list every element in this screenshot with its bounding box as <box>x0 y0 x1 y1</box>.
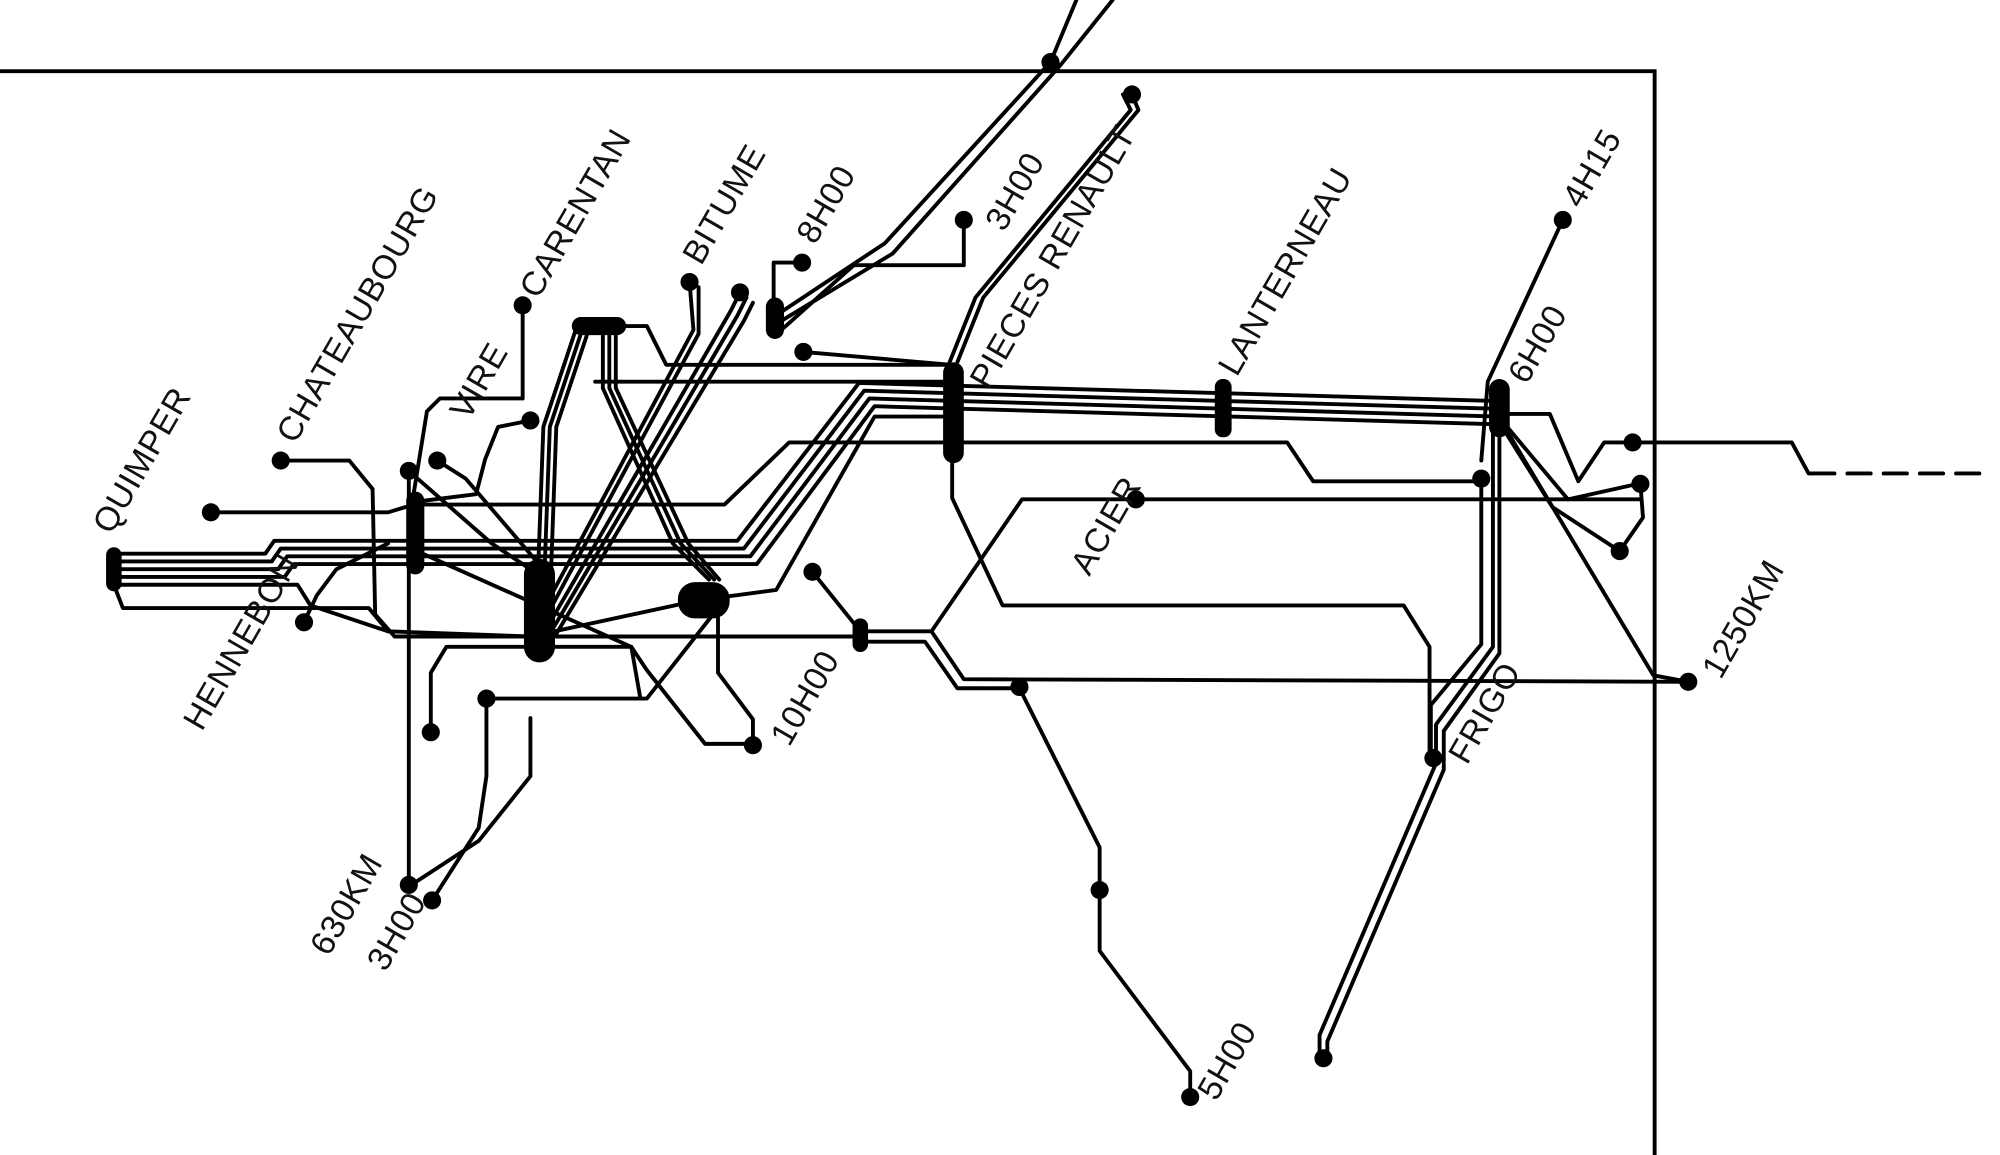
label-3h00-bottom: 3H00 <box>360 886 434 976</box>
hub-pieces-renault <box>943 362 964 464</box>
labels: QUIMPER CHATEAUBOURG VIRE CARENTAN BITUM… <box>86 120 1792 1107</box>
label-quimper: QUIMPER <box>86 381 199 539</box>
hub-central <box>523 558 555 663</box>
label-3h00-top: 3H00 <box>979 146 1053 236</box>
hub-quimper <box>106 547 122 592</box>
label-10h00: 10H00 <box>764 645 847 752</box>
hub-6h00 <box>1489 379 1510 438</box>
hub-lanterneau <box>1214 379 1232 438</box>
main-bundle <box>111 380 1501 639</box>
label-carentan: CARENTAN <box>513 123 639 304</box>
label-6h00: 6H00 <box>1501 299 1575 389</box>
label-bitume: BITUME <box>676 139 774 271</box>
hub-acier-crossing <box>852 618 869 653</box>
label-lanterneau: LANTERNEAU <box>1212 162 1360 382</box>
label-vire: VIRE <box>443 337 516 426</box>
label-5h00: 5H00 <box>1191 1016 1265 1106</box>
label-chateaubourg: CHATEAUBOURG <box>270 180 447 449</box>
label-8h00: 8H00 <box>790 159 864 249</box>
label-1250km: 1250KM <box>1696 554 1793 684</box>
stops <box>201 53 1698 1107</box>
label-pieces-renault: PIECES RENAULT <box>963 120 1143 395</box>
map-frame <box>0 69 1657 1155</box>
label-4h15: 4H15 <box>1556 123 1630 213</box>
hub-8h00 <box>765 297 784 339</box>
hubs <box>106 297 1510 663</box>
hub-carentan <box>571 316 627 336</box>
hub-south-central <box>677 582 730 619</box>
hub-west <box>406 491 425 575</box>
label-acier: ACIER <box>1064 471 1149 581</box>
route-exit-east <box>1630 440 1814 476</box>
